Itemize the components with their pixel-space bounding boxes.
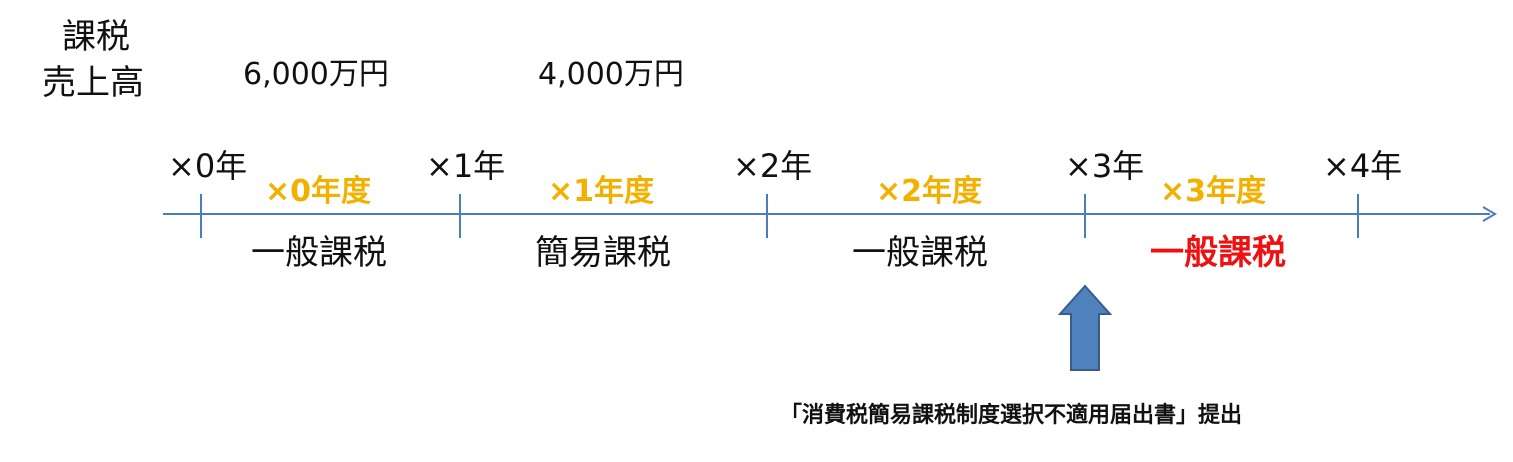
year-label-x1: ×1年 <box>426 147 506 185</box>
submission-note: 「消費税簡易課税制度選択不適用届出書」提出 <box>780 403 1243 428</box>
year-label-x3: ×3年 <box>1065 147 1145 185</box>
taxable-sales-label-line1: 課税 <box>62 17 130 57</box>
year-label-x4: ×4年 <box>1323 147 1403 185</box>
fiscal-year-label-x1: ×1年度 <box>548 174 655 209</box>
year-label-x2: ×2年 <box>733 147 813 185</box>
tax-method-x0: 一般課税 <box>251 233 387 273</box>
tax-method-x3: 一般課税 <box>1150 233 1286 273</box>
submission-arrow <box>1057 284 1113 371</box>
tax-method-x2: 一般課税 <box>852 233 988 273</box>
fiscal-year-label-x0: ×0年度 <box>265 174 372 209</box>
sales-amount-x1: 4,000万円 <box>538 57 684 92</box>
taxable-sales-label-line2: 売上高 <box>42 63 144 103</box>
fiscal-year-label-x2: ×2年度 <box>876 174 983 209</box>
tax-method-x1: 簡易課税 <box>535 233 671 273</box>
timeline-arrowhead <box>1482 206 1497 222</box>
fiscal-year-label-x3: ×3年度 <box>1160 174 1267 209</box>
sales-amount-x0: 6,000万円 <box>243 57 389 92</box>
year-label-x0: ×0年 <box>168 147 248 185</box>
